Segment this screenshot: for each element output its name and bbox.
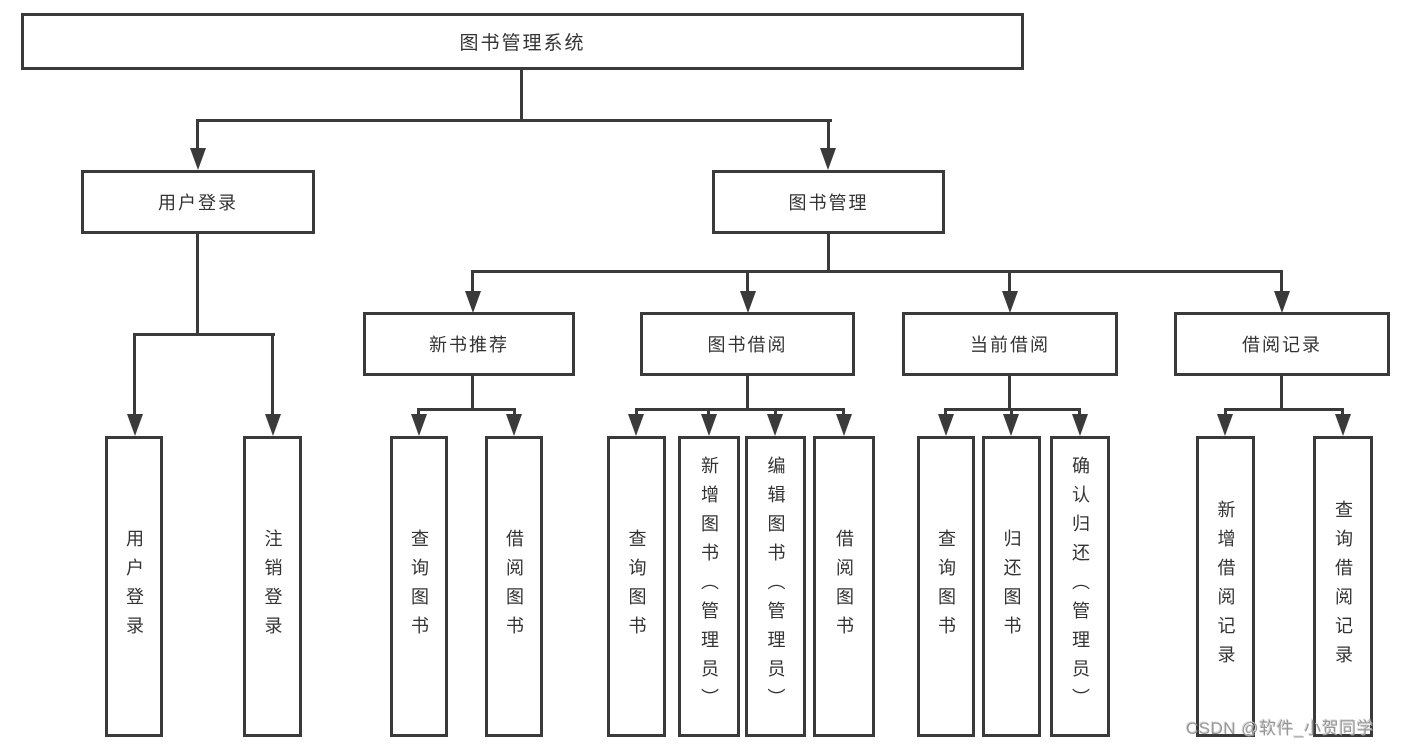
node-book-management: 图书管理 <box>712 170 945 234</box>
connector-leaf-stem <box>842 410 845 416</box>
arrow-down-icon <box>1335 414 1351 436</box>
node-user-login-label: 用户登录 <box>158 193 238 213</box>
arrow-down-icon <box>836 414 852 436</box>
node-user-login: 用户登录 <box>81 170 315 234</box>
arrow-down-icon <box>1002 291 1018 313</box>
connector-leaf-stem <box>1224 410 1227 416</box>
leaf-add-books-admin: 新增图书（管理员） <box>678 436 740 737</box>
arrow-down-icon <box>740 291 756 313</box>
leaf-borrow-books-1-label: 借阅图书 <box>504 528 524 645</box>
connector-leaf-stem <box>1010 410 1013 416</box>
connector-bookborrow-hline <box>635 408 845 411</box>
leaf-query-books-3: 查询图书 <box>917 436 975 737</box>
node-root: 图书管理系统 <box>21 13 1024 70</box>
arrow-down-icon <box>820 148 836 170</box>
arrow-down-icon <box>190 148 206 170</box>
arrow-down-icon <box>701 414 717 436</box>
leaf-add-borrow-record: 新增借阅记录 <box>1196 436 1255 737</box>
connector-leaf-stem <box>635 410 638 416</box>
arrow-down-icon <box>411 414 427 436</box>
connector-level3-stem <box>746 272 749 292</box>
leaf-user-login-label: 用户登录 <box>124 528 144 645</box>
connector-root-stem <box>520 69 523 121</box>
leaf-add-borrow-record-label: 新增借阅记录 <box>1215 499 1236 674</box>
connector-userlogin-hline <box>133 333 275 336</box>
csdn-watermark: CSDN @软件_小贺同学 <box>1186 719 1375 738</box>
leaf-query-borrow-record-label: 查询借阅记录 <box>1333 499 1353 674</box>
connector-root-hline <box>196 119 832 122</box>
node-new-book-recommend-label: 新书推荐 <box>429 335 509 355</box>
connector-userlogin-stem <box>196 121 199 150</box>
node-borrow-records: 借阅记录 <box>1174 312 1390 376</box>
connector-bookborrow-down <box>746 376 749 410</box>
leaf-user-login: 用户登录 <box>105 436 163 737</box>
connector-leaf-stem <box>707 410 710 416</box>
connector-leaf-stem <box>417 410 420 416</box>
connector-currentborrow-hline <box>944 408 1081 411</box>
leaf-borrow-books-1: 借阅图书 <box>485 436 543 737</box>
connector-leaf-stem <box>133 335 136 416</box>
arrow-down-icon <box>1217 414 1233 436</box>
arrow-down-icon <box>938 414 954 436</box>
node-current-borrow-label: 当前借阅 <box>970 335 1050 355</box>
leaf-query-books-2-label: 查询图书 <box>626 528 647 645</box>
leaf-borrow-books-2: 借阅图书 <box>813 436 875 737</box>
leaf-edit-books-admin: 编辑图书（管理员） <box>745 436 806 737</box>
connector-leaf-stem <box>1078 410 1081 416</box>
arrow-down-icon <box>767 414 783 436</box>
leaf-add-books-admin-label: 新增图书（管理员） <box>699 456 719 717</box>
leaf-borrow-books-2-label: 借阅图书 <box>834 528 854 645</box>
leaf-query-books-1-label: 查询图书 <box>409 528 429 645</box>
connector-level3-stem <box>471 272 474 292</box>
arrow-down-icon <box>465 291 481 313</box>
leaf-logout-label: 注销登录 <box>262 528 283 645</box>
connector-level3-stem <box>1280 272 1283 292</box>
leaf-edit-books-admin-label: 编辑图书（管理员） <box>765 456 786 717</box>
leaf-query-books-2: 查询图书 <box>607 436 666 737</box>
arrow-down-icon <box>127 414 143 436</box>
arrow-down-icon <box>506 414 522 436</box>
connector-bookmgmt-stem <box>827 121 830 150</box>
connector-borrowrecords-hline <box>1224 408 1344 411</box>
arrow-down-icon <box>1072 414 1088 436</box>
leaf-logout: 注销登录 <box>243 436 302 737</box>
node-new-book-recommend: 新书推荐 <box>363 312 575 376</box>
leaf-query-books-3-label: 查询图书 <box>936 528 956 645</box>
connector-currentborrow-down <box>1008 376 1011 410</box>
arrow-down-icon <box>1003 414 1019 436</box>
node-root-label: 图书管理系统 <box>459 33 586 54</box>
connector-bookmgmt-down <box>827 233 830 272</box>
arrow-down-icon <box>628 414 644 436</box>
connector-leaf-stem <box>944 410 947 416</box>
connector-leaf-stem <box>513 410 516 416</box>
arrow-down-icon <box>265 414 281 436</box>
leaf-confirm-return-admin: 确认归还（管理员） <box>1050 436 1110 737</box>
connector-borrowrecords-down <box>1280 376 1283 410</box>
connector-leaf-stem <box>774 410 777 416</box>
connector-newbook-hline <box>417 408 516 411</box>
leaf-query-books-1: 查询图书 <box>390 436 448 737</box>
node-book-borrow-label: 图书借阅 <box>707 335 788 355</box>
connector-leaf-stem <box>271 335 274 416</box>
connector-newbook-down <box>471 376 474 410</box>
leaf-query-borrow-record: 查询借阅记录 <box>1313 436 1373 737</box>
leaf-return-books-label: 归还图书 <box>1001 528 1022 645</box>
leaf-confirm-return-admin-label: 确认归还（管理员） <box>1070 456 1090 717</box>
node-borrow-records-label: 借阅记录 <box>1242 335 1322 355</box>
node-book-management-label: 图书管理 <box>788 193 869 213</box>
node-book-borrow: 图书借阅 <box>640 312 855 376</box>
leaf-return-books: 归还图书 <box>982 436 1041 737</box>
connector-level3-stem <box>1008 272 1011 292</box>
connector-userlogin-down <box>196 233 199 335</box>
arrow-down-icon <box>1274 291 1290 313</box>
connector-bookmgmt-hline <box>471 270 1283 273</box>
node-current-borrow: 当前借阅 <box>902 312 1118 376</box>
connector-leaf-stem <box>1341 410 1344 416</box>
